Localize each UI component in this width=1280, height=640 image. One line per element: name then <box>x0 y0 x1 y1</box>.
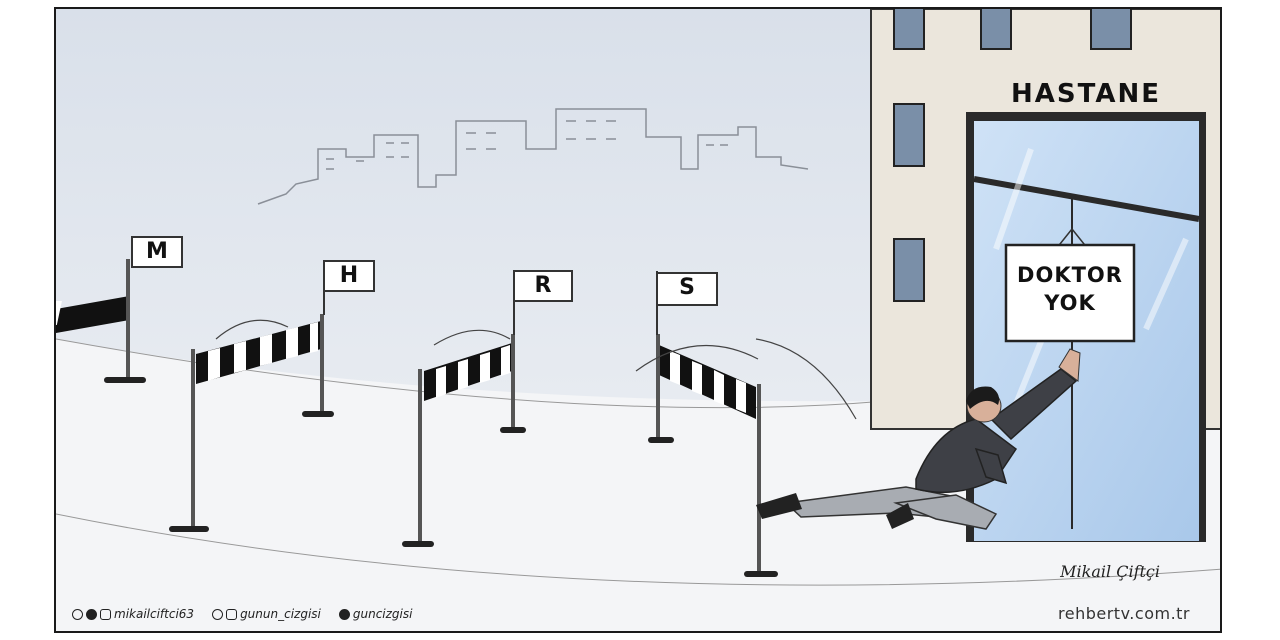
door-sign-line2: YOK <box>1044 291 1096 315</box>
door-sign-line1: DOKTOR <box>1017 263 1123 287</box>
instagram-icon <box>226 608 238 620</box>
city-skyline <box>257 108 809 205</box>
man-crawling <box>756 348 1081 530</box>
hospital-name: HASTANE <box>1011 79 1161 109</box>
artist-signature: Mikail Çiftçi <box>1060 562 1160 581</box>
social-footer: mikailciftci63 gunun_cizgisi guncizgisi <box>72 607 412 621</box>
website-link: rehbertv.com.tr <box>1058 604 1190 623</box>
artist-social: mikailciftci63 <box>72 607 194 621</box>
comic-handle: gunun_cizgisi <box>240 607 321 621</box>
hurdle-s <box>635 271 857 577</box>
hurdle-r <box>402 270 573 547</box>
instagram-icon <box>100 608 111 620</box>
flag-s: S <box>679 275 695 300</box>
twitter-icon <box>72 608 83 620</box>
flag-h: H <box>339 263 359 288</box>
comic-facebook: guncizgisi <box>338 607 413 621</box>
comic-social: gunun_cizgisi <box>212 607 321 621</box>
flag-m: M <box>146 239 168 264</box>
cartoon-frame: HASTANE DOKTOR YOK M H R S Mikail Çiftçi… <box>54 7 1222 633</box>
cartoon-scene <box>56 9 1220 631</box>
facebook-icon <box>338 608 350 620</box>
flag-r: R <box>534 273 552 298</box>
road-curb <box>56 513 1220 586</box>
hurdle-m <box>56 236 183 383</box>
twitter-icon <box>212 608 224 620</box>
hospital-building <box>870 9 1220 542</box>
artist-handle: mikailciftci63 <box>114 607 195 621</box>
facebook-icon <box>86 608 97 620</box>
facebook-handle: guncizgisi <box>352 607 413 621</box>
hurdle-h <box>169 260 375 532</box>
